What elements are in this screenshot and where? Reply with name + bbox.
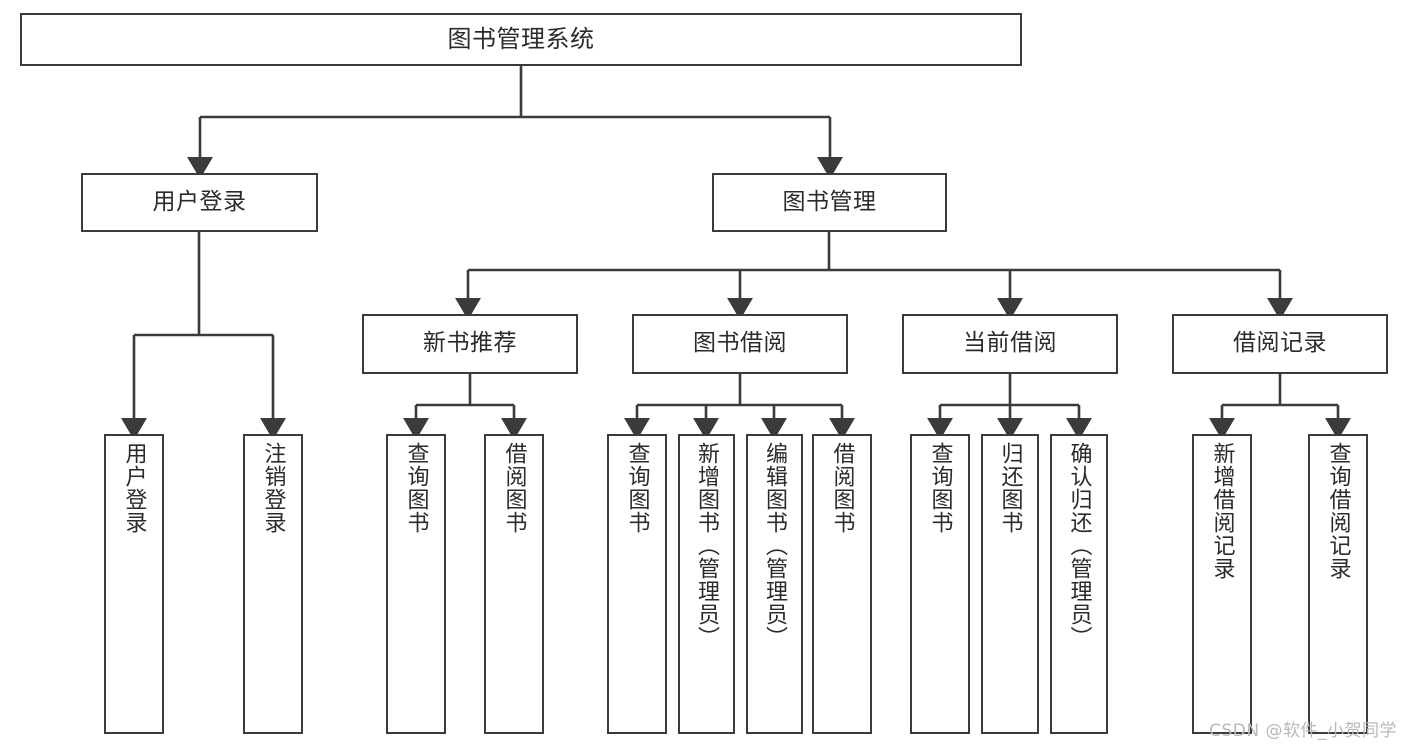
leaf-query-borrow-record[interactable]: 查询借阅记录 <box>1308 434 1368 734</box>
leaf-logout[interactable]: 注销登录 <box>243 434 303 734</box>
node-new-book-recommend[interactable]: 新书推荐 <box>362 314 578 374</box>
leaf-query-book-newbook[interactable]: 查询图书 <box>386 434 446 734</box>
node-label: 图书管理 <box>782 188 877 215</box>
leaf-return-book[interactable]: 归还图书 <box>981 434 1039 734</box>
node-borrow-records[interactable]: 借阅记录 <box>1172 314 1388 374</box>
node-label: 新增借阅记录 <box>1209 442 1235 580</box>
node-current-borrow[interactable]: 当前借阅 <box>902 314 1118 374</box>
node-label: 查询借阅记录 <box>1325 442 1351 580</box>
leaf-query-book-current[interactable]: 查询图书 <box>910 434 970 734</box>
node-user-login[interactable]: 用户登录 <box>81 173 318 232</box>
node-label: 借阅记录 <box>1233 330 1327 357</box>
node-label: 当前借阅 <box>963 330 1057 357</box>
node-label: 图书借阅 <box>693 330 787 357</box>
node-label: 查询图书 <box>927 442 953 534</box>
node-label: 图书管理系统 <box>447 25 595 54</box>
node-label: 归还图书 <box>997 442 1023 534</box>
node-label: 用户登录 <box>152 188 247 215</box>
node-label: 确认归还（管理员） <box>1066 442 1092 649</box>
leaf-confirm-return-admin[interactable]: 确认归还（管理员） <box>1050 434 1108 734</box>
leaf-edit-book-admin[interactable]: 编辑图书（管理员） <box>746 434 803 734</box>
node-label: 新增图书（管理员） <box>694 442 720 649</box>
node-label: 注销登录 <box>260 442 286 534</box>
leaf-borrow-book[interactable]: 借阅图书 <box>812 434 872 734</box>
node-label: 借阅图书 <box>829 442 855 534</box>
node-label: 查询图书 <box>403 442 429 534</box>
node-label: 新书推荐 <box>423 330 517 357</box>
node-label: 编辑图书（管理员） <box>762 442 788 649</box>
node-label: 借阅图书 <box>501 442 527 534</box>
leaf-add-book-admin[interactable]: 新增图书（管理员） <box>678 434 735 734</box>
leaf-user-login[interactable]: 用户登录 <box>104 434 164 734</box>
node-book-borrow[interactable]: 图书借阅 <box>632 314 848 374</box>
node-root-system[interactable]: 图书管理系统 <box>20 13 1022 66</box>
node-book-management[interactable]: 图书管理 <box>712 173 947 232</box>
watermark: CSDN @软件_小贺同学 <box>1209 721 1397 741</box>
node-label: 查询图书 <box>624 442 650 534</box>
leaf-borrow-book-newbook[interactable]: 借阅图书 <box>484 434 544 734</box>
leaf-add-borrow-record[interactable]: 新增借阅记录 <box>1192 434 1252 734</box>
leaf-query-book-borrow[interactable]: 查询图书 <box>607 434 667 734</box>
node-label: 用户登录 <box>121 442 147 534</box>
